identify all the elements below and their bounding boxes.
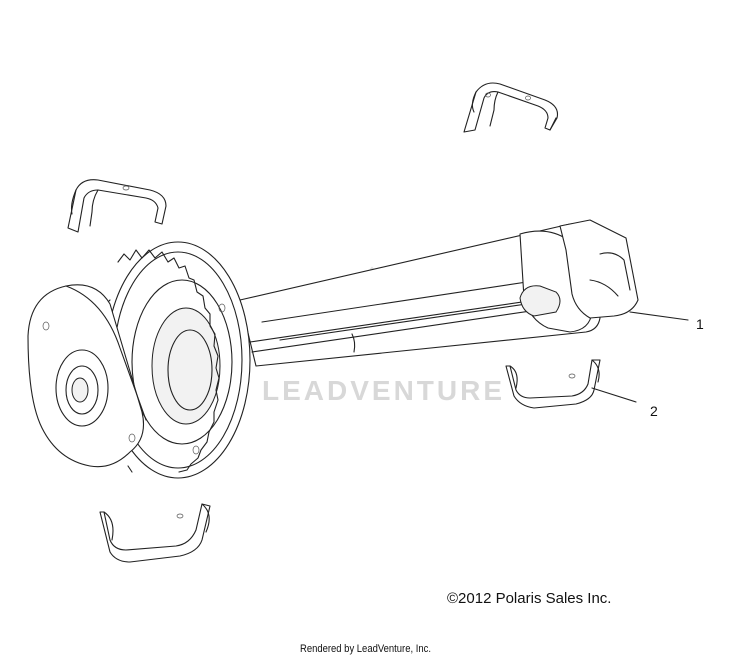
- shaft: [239, 219, 639, 367]
- callout-number-1: 1: [696, 316, 704, 332]
- callout-1: 1: [629, 311, 704, 332]
- watermark-text: LEADVENTURE: [262, 375, 505, 406]
- bearing-shell-left: [67, 179, 167, 233]
- callout-2: 2: [591, 387, 658, 419]
- flange-plate: [27, 284, 226, 468]
- bearing-shell-top-right: [463, 82, 559, 133]
- watermark: LEADVENTURE: [262, 266, 505, 406]
- bearing-shell-bottom-left: [99, 503, 211, 563]
- copyright-text: ©2012 Polaris Sales Inc.: [447, 590, 612, 607]
- leader-line-2: [591, 387, 637, 403]
- bearing-shell-bottom-right: [505, 359, 601, 409]
- callout-number-2: 2: [650, 403, 658, 419]
- rendered-by-footer: Rendered by LeadVenture, Inc.: [300, 643, 431, 655]
- leader-line-1: [629, 311, 689, 321]
